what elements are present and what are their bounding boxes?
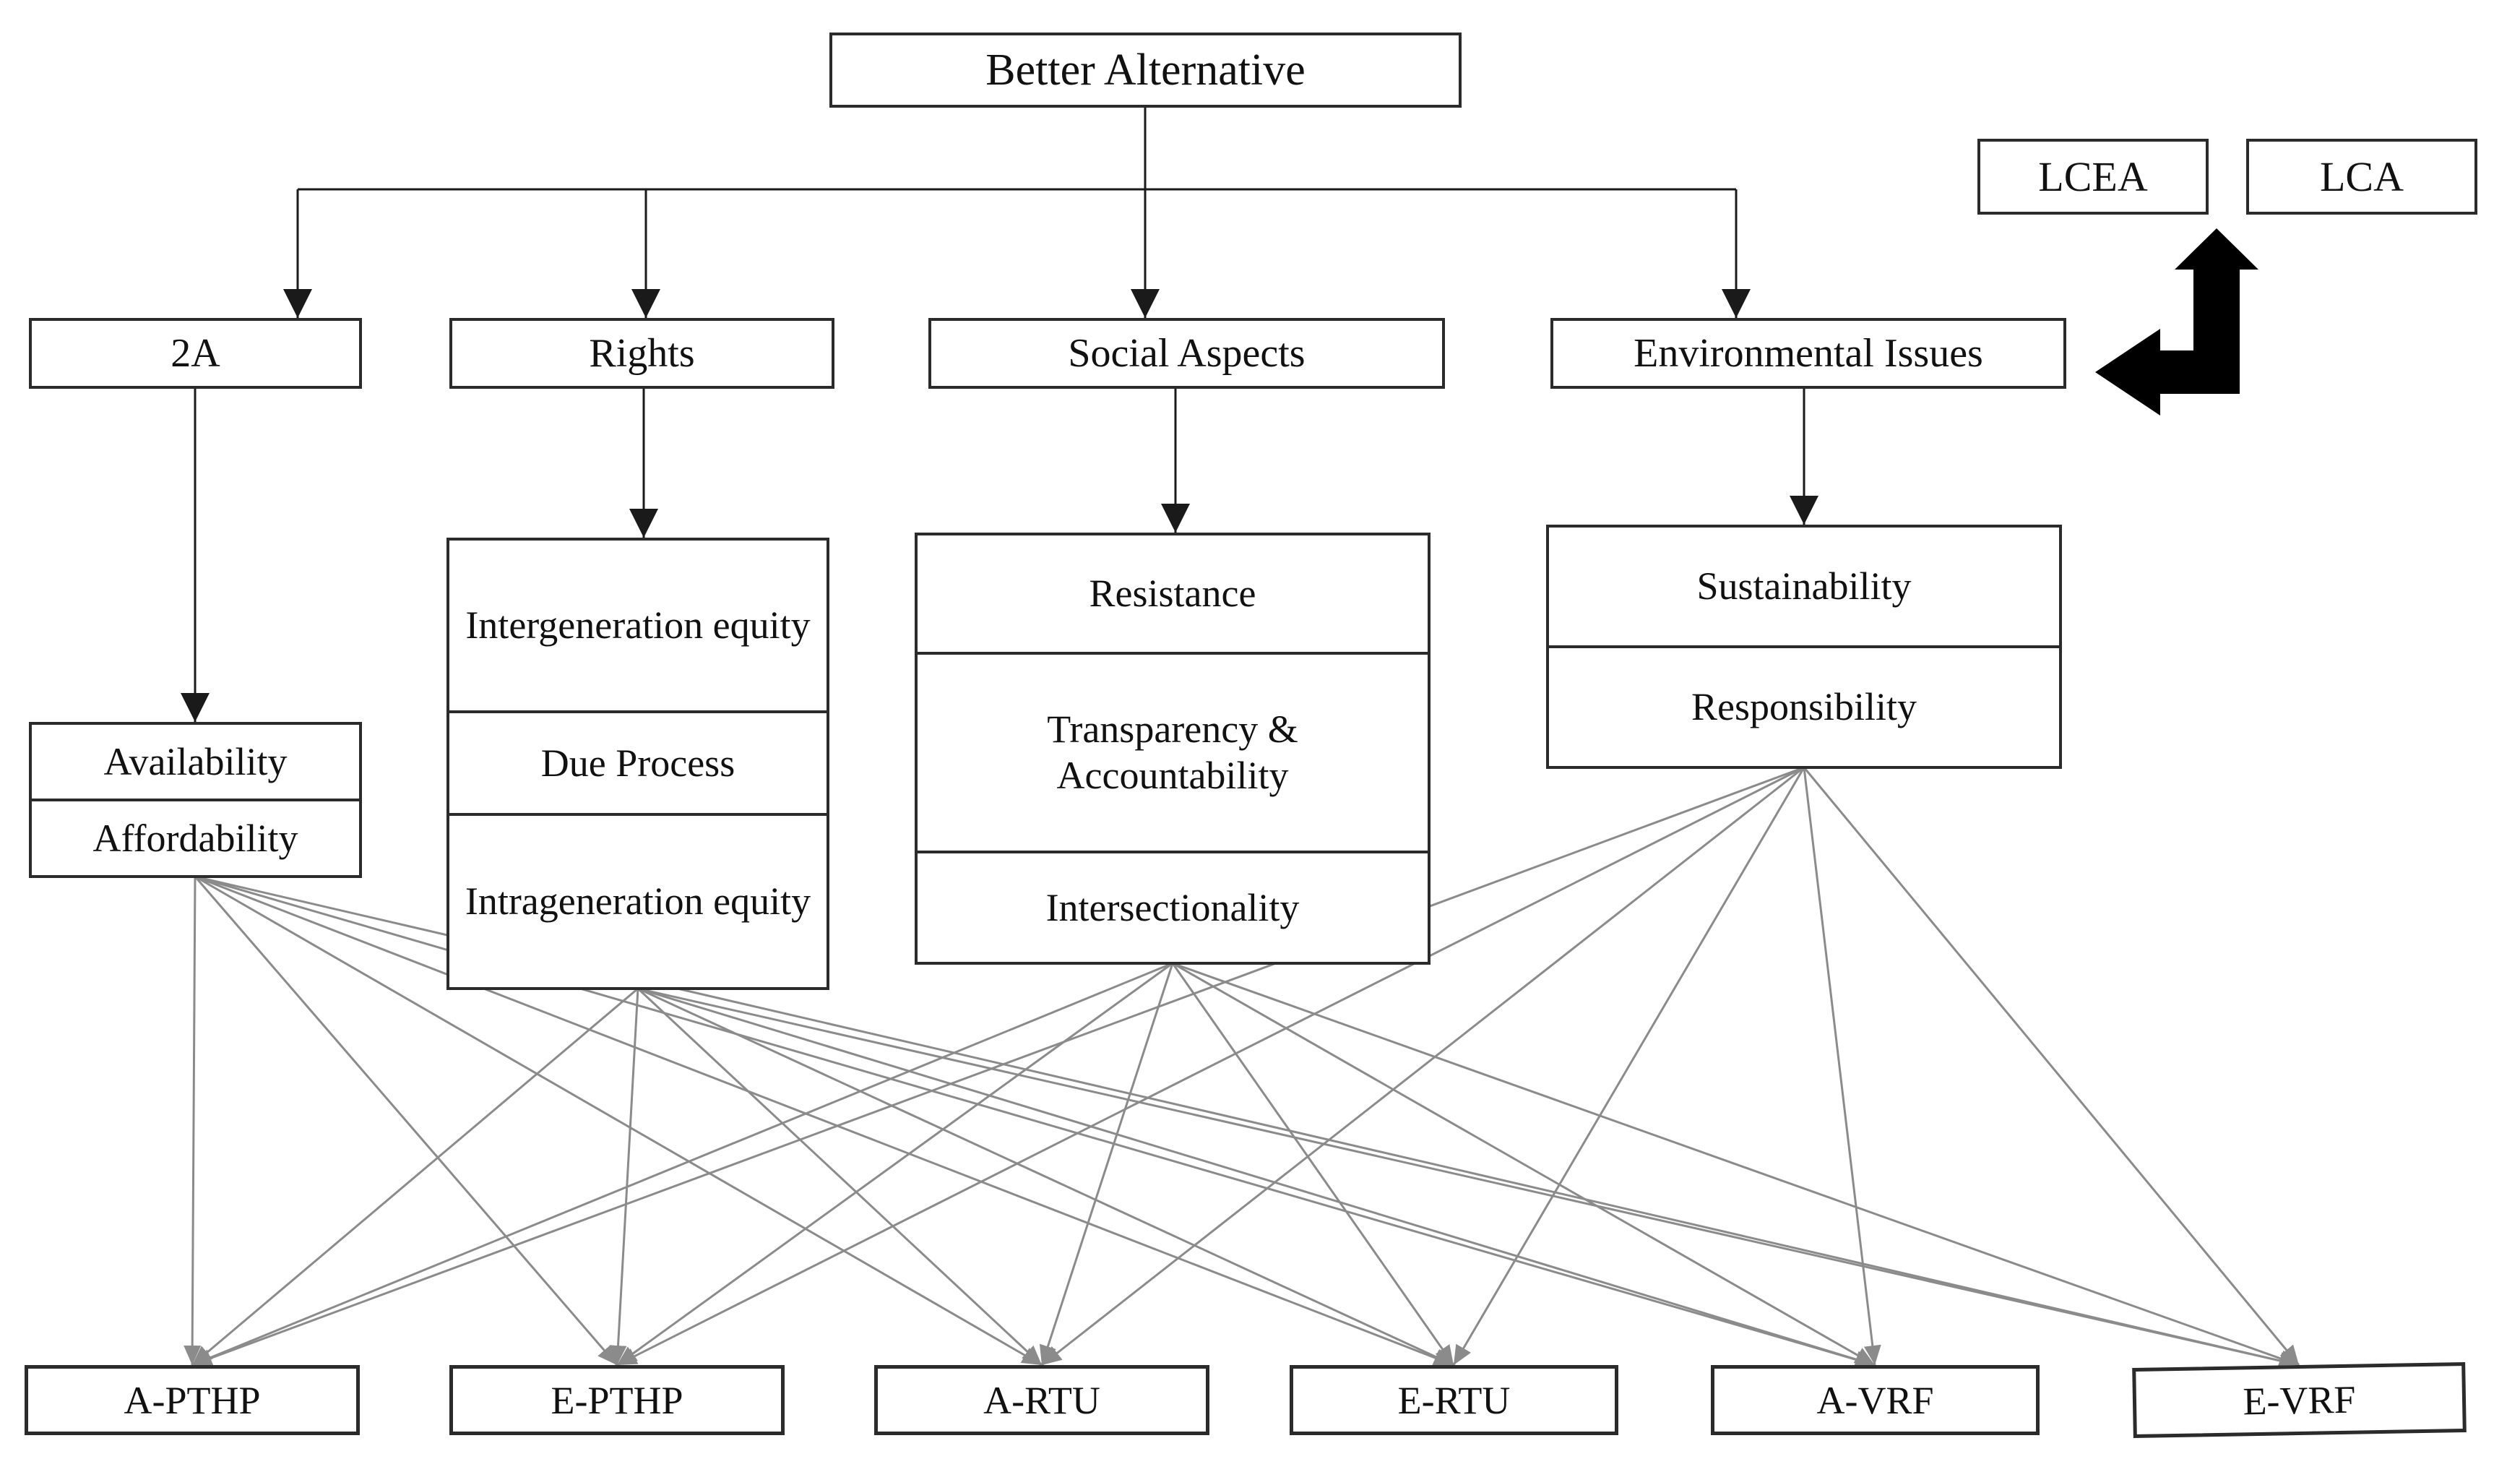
method-box-lca: LCA	[2246, 139, 2477, 215]
subcriterion-cell: Transparency & Accountability	[918, 651, 1428, 851]
criterion-alternative-link	[191, 987, 639, 1367]
subcriterion-cell: Intrageneration equity	[449, 813, 827, 987]
goal-box: Better Alternative	[829, 33, 1462, 108]
alternative-box: A-VRF	[1711, 1365, 2040, 1435]
subcriterion-cell: Responsibility	[1549, 645, 2059, 766]
criterion-alternative-link	[1452, 767, 1805, 1366]
subcriterion-cell: Affordability	[32, 799, 359, 875]
criterion-alternative-link	[194, 875, 1043, 1367]
alternative-box: A-RTU	[874, 1365, 1209, 1435]
alternative-label: A-VRF	[1816, 1378, 1934, 1422]
criterion-label: Environmental Issues	[1634, 331, 1983, 376]
alternative-box: E-VRF	[2132, 1361, 2467, 1439]
alternative-box: A-PTHP	[25, 1365, 360, 1435]
criterion-alternative-link	[637, 987, 1043, 1367]
criterion-box-2a: 2A	[29, 318, 362, 389]
criterion-alternative-link	[1172, 962, 2300, 1367]
criteria-alternative-links	[184, 766, 2300, 1369]
criterion-alternative-link	[609, 988, 639, 1366]
alternative-label: E-RTU	[1397, 1378, 1511, 1422]
criterion-alternative-link	[637, 987, 1454, 1367]
criterion-alternative-link	[184, 876, 202, 1366]
subcriterion-cell: Due Process	[449, 710, 827, 813]
alternative-label: A-PTHP	[124, 1378, 261, 1422]
criterion-alternative-link	[1803, 767, 2300, 1366]
criterion-box-env: Environmental Issues	[1550, 318, 2066, 389]
criterion-alternative-link	[1171, 963, 1455, 1366]
criterion-alternative-link	[1041, 766, 1805, 1367]
criterion-alternative-link	[194, 875, 1454, 1367]
subcriteria-stack-rights: Intergeneration equity Due Process Intra…	[446, 538, 829, 990]
subcriterion-cell: Resistance	[1089, 571, 1256, 615]
criterion-alternative-link	[191, 766, 1805, 1367]
criterion-alternative-link	[1039, 963, 1174, 1366]
elbow-arrow	[2095, 228, 2258, 416]
criterion-alternative-link	[1172, 962, 1876, 1367]
criterion-alternative-link	[637, 987, 1876, 1368]
alternative-label: A-RTU	[983, 1378, 1100, 1422]
criterion-alternative-link	[637, 987, 2300, 1369]
alternative-label: E-PTHP	[551, 1378, 683, 1422]
subcriteria-stack-social: Resistance Transparency & Accountability…	[915, 533, 1431, 965]
criterion-alternative-link	[616, 962, 1173, 1367]
subcriterion-cell: Sustainability	[1696, 564, 1912, 608]
criterion-label: Rights	[589, 331, 695, 376]
criterion-alternative-link	[191, 962, 1173, 1367]
method-box-lcea: LCEA	[1977, 139, 2209, 215]
criterion-alternative-link	[1803, 767, 1881, 1366]
criterion-alternative-link	[194, 876, 618, 1366]
criterion-label: Social Aspects	[1068, 331, 1306, 376]
criterion-box-rights: Rights	[449, 318, 834, 389]
subcriteria-stack-2a: Availability Affordability	[29, 722, 362, 878]
criterion-alternative-link	[616, 766, 1805, 1367]
alternative-box: E-RTU	[1290, 1365, 1618, 1435]
subcriteria-stack-env: Sustainability Responsibility	[1546, 525, 2062, 769]
goal-tree-connectors	[181, 108, 1818, 722]
alternative-label: E-VRF	[2242, 1377, 2357, 1423]
criterion-label: 2A	[171, 331, 220, 376]
subcriterion-cell: Availability	[103, 739, 288, 783]
goal-label: Better Alternative	[985, 45, 1306, 95]
subcriterion-cell: Intersectionality	[918, 851, 1428, 962]
method-label: LCEA	[2038, 153, 2148, 200]
criterion-box-social: Social Aspects	[928, 318, 1445, 389]
alternative-box: E-PTHP	[449, 1365, 785, 1435]
method-label: LCA	[2320, 153, 2404, 200]
subcriterion-cell: Intergeneration equity	[465, 603, 811, 647]
